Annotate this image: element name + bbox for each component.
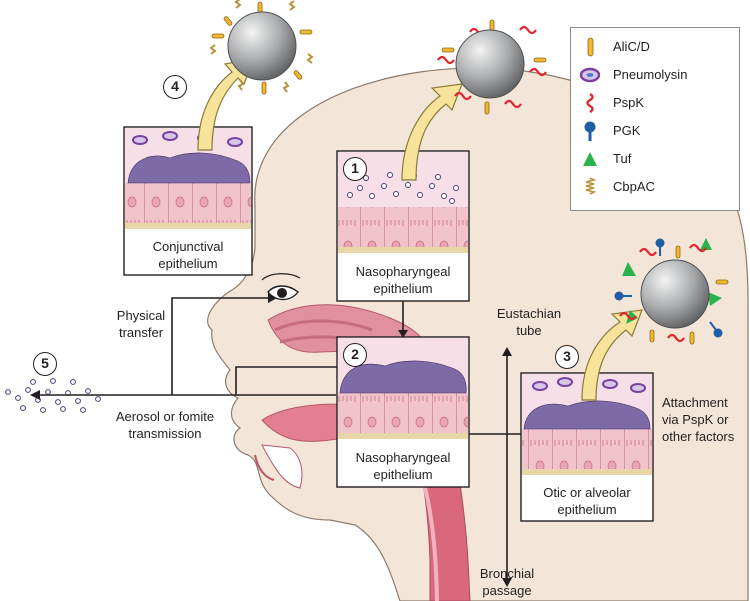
attachment-line1: Attachment [662,395,728,410]
pneumococcus-top-left [209,0,314,95]
pspk-coil-icon [586,92,594,114]
bronchial-line2: passage [482,583,532,598]
step-2-number: 2 [351,346,359,362]
nasopharyngeal-bottom-caption: Nasopharyngeal epithelium [337,449,469,483]
legend-item-alic-d: AliC/D [579,36,737,58]
biofilm-otic [523,400,651,430]
step-3-number: 3 [563,348,571,364]
connector-lines [38,297,521,580]
legend-label-tuf: Tuf [613,151,632,166]
dispersal-arrows [197,57,643,401]
pneumococcus-top-middle [437,19,547,115]
legend-label-pspk: PspK [613,95,645,110]
aerosol-bacteria-dots [5,378,101,413]
legend-item-pgk: PGK [579,120,737,142]
nasopharyngeal-top-caption-line2: epithelium [373,281,433,296]
legend-label-cbpac: CbpAC [613,179,655,194]
step-4-number: 4 [171,78,179,94]
tuf-triangle-icon [583,152,597,166]
pgk-lollipop-icon [584,121,596,141]
step-2-badge: 2 [343,343,367,367]
legend-item-pneumolysin: Pneumolysin [579,64,737,86]
physical-transfer-line2: transfer [118,325,164,340]
physical-transfer-line1: Physical [116,308,166,323]
bronchial-line1: Bronchial [479,566,535,581]
step-1-badge: 1 [343,157,367,181]
aerosol-label: Aerosol or fomite transmission [100,408,230,442]
step-4-badge: 4 [163,75,187,99]
attachment-line3: other factors [662,429,735,444]
legend-box: AliC/D Pneumolysin PspK PGK Tuf CbpAC [570,27,740,211]
biofilm-conjunctival [127,152,251,184]
attachment-label: Attachment via PspK or other factors [662,394,748,445]
legend-item-cbpac: CbpAC [579,176,737,198]
otic-caption-line2: epithelium [557,502,617,517]
legend-item-pspk: PspK [579,92,737,114]
physical-transfer-label: Physical transfer [108,307,174,341]
alic-d-rod-icon [587,37,594,57]
legend-label-pgk: PGK [613,123,641,138]
legend-label-pneumolysin: Pneumolysin [613,67,688,82]
conjunctival-caption-line1: Conjunctival [152,239,224,254]
step-3-badge: 3 [555,345,579,369]
attachment-line2: via PspK or [662,412,729,427]
pneumococcus-right [614,238,729,345]
biofilm-nasopharyngeal-bottom [339,360,467,394]
otic-caption-line1: Otic or alveolar [543,485,631,500]
nasopharyngeal-top-caption: Nasopharyngeal epithelium [337,263,469,297]
aerosol-line2: transmission [128,426,202,441]
cbpac-spring-icon [585,177,597,195]
step-5-number: 5 [41,355,49,371]
legend-item-tuf: Tuf [579,148,737,170]
arrowheads [30,293,512,587]
step-5-badge: 5 [33,352,57,376]
nasopharyngeal-top-caption-line1: Nasopharyngeal [355,264,451,279]
nasopharyngeal-bottom-caption-line2: epithelium [373,467,433,482]
eustachian-line2: tube [516,323,542,338]
otic-caption: Otic or alveolar epithelium [521,484,653,518]
eustachian-line1: Eustachian [496,306,562,321]
aerosol-line1: Aerosol or fomite [115,409,215,424]
conjunctival-caption: Conjunctival epithelium [124,238,252,272]
nasopharyngeal-bottom-caption-line1: Nasopharyngeal [355,450,451,465]
pneumolysin-ring-icon [579,67,601,83]
legend-label-alic-d: AliC/D [613,39,650,54]
eustachian-label: Eustachian tube [484,305,574,339]
step-1-number: 1 [351,160,359,176]
conjunctival-caption-line2: epithelium [158,256,218,271]
bronchial-label: Bronchial passage [462,565,552,599]
